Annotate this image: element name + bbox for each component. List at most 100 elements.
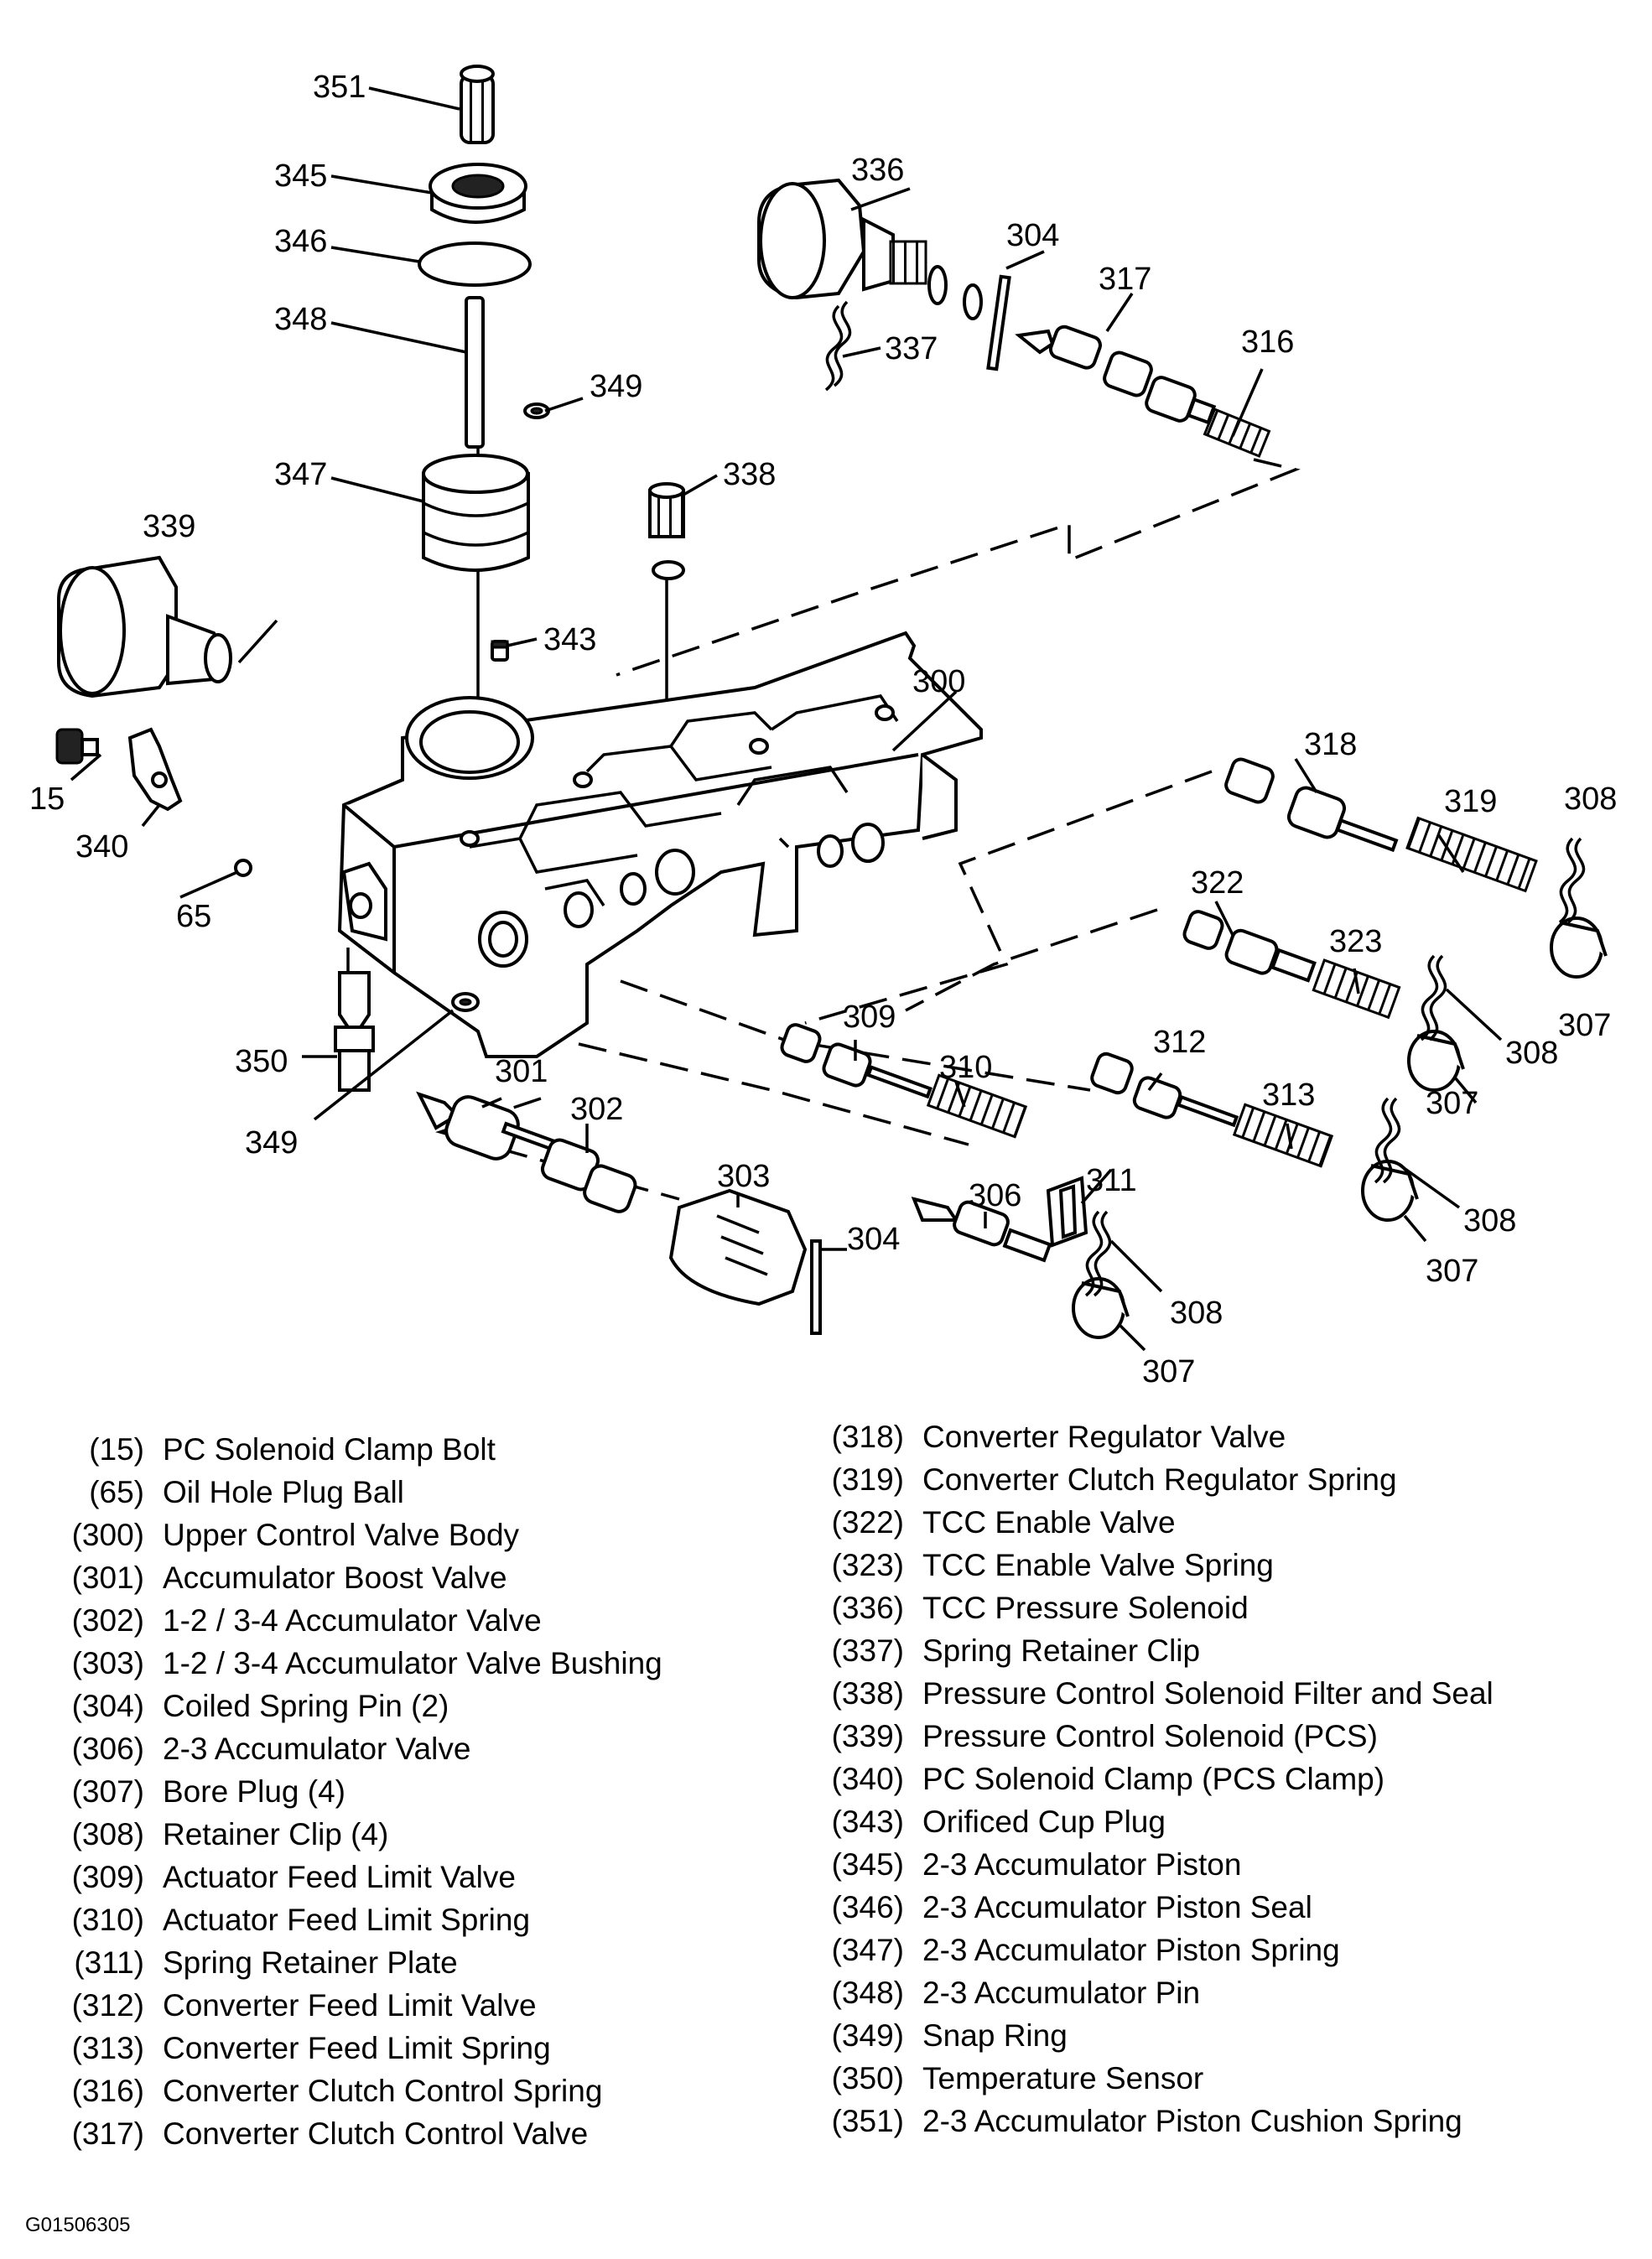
small-parts <box>234 640 509 1092</box>
legend-row: (348)2-3 Accumulator Pin <box>803 1971 1494 2014</box>
legend-row: (323) TCC Enable Valve Spring <box>803 1544 1494 1586</box>
legend-number: (319) <box>831 1462 904 1497</box>
accumulator-stack <box>418 65 550 572</box>
legend-label: Actuator Feed Limit Valve <box>163 1860 516 1894</box>
legend-number: (351) <box>831 2104 904 2138</box>
callout-351: 351 <box>313 70 366 105</box>
legend-number: (307) <box>71 1774 144 1809</box>
legend-label: 2-3 Accumulator Piston Cushion Spring <box>922 2104 1462 2138</box>
callout-307: 307 <box>1142 1354 1195 1389</box>
legend-row: (349)Snap Ring <box>803 2014 1494 2057</box>
legend-number: (346) <box>831 1890 904 1924</box>
legend-label: Accumulator Boost Valve <box>163 1561 507 1595</box>
legend-row: (319) Converter Clutch Regulator Spring <box>803 1458 1494 1501</box>
legend-number: (336) <box>831 1591 904 1625</box>
legend-number: (345) <box>831 1847 904 1882</box>
actuator-feed-limit-train <box>780 1023 1088 1248</box>
callout-311: 311 <box>1086 1163 1137 1198</box>
legend-row: (313) Converter Feed Limit Spring <box>52 2027 662 2069</box>
legend-number: (313) <box>71 2031 144 2065</box>
legend-number: (338) <box>831 1676 904 1711</box>
legend-row: (301) Accumulator Boost Valve <box>52 1556 662 1599</box>
pcs-filter-seal <box>648 482 685 580</box>
upper-control-valve-body <box>337 631 983 1058</box>
legend-label: Converter Clutch Regulator Spring <box>922 1462 1397 1497</box>
legend-number: (317) <box>71 2116 144 2151</box>
legend-number: (308) <box>71 1817 144 1851</box>
legend-row: (308)Retainer Clip (4) <box>52 1813 662 1856</box>
legend-row: (300)Upper Control Valve Body <box>52 1514 662 1556</box>
legend-row: (338)Pressure Control Solenoid Filter an… <box>803 1672 1494 1715</box>
legend-right: (318)Converter Regulator Valve(319)Conve… <box>803 1415 1494 2142</box>
legend-label: Converter Feed Limit Spring <box>163 2031 551 2065</box>
pressure-control-solenoid <box>55 555 232 812</box>
legend-number: (323) <box>831 1548 904 1582</box>
callout-308: 308 <box>1505 1036 1558 1071</box>
callout-labels: 351 345 346 348 349 347 339 343 338 336 … <box>29 70 1617 1389</box>
legend-label: 2-3 Accumulator Pin <box>922 1976 1201 2010</box>
callout-340: 340 <box>75 829 128 865</box>
legend-number: (339) <box>831 1719 904 1753</box>
leader-lines <box>70 86 1503 1352</box>
callout-318: 318 <box>1304 727 1357 762</box>
callout-300: 300 <box>912 664 965 699</box>
legend-number: (311) <box>74 1945 144 1980</box>
legend-number: (340) <box>831 1762 904 1796</box>
legend-number: (350) <box>831 2061 904 2095</box>
legend-label: Spring Retainer Plate <box>163 1945 458 1980</box>
legend-number: (309) <box>71 1860 144 1894</box>
legend-row: (309) Actuator Feed Limit Valve <box>52 1856 662 1898</box>
legend-label: 1-2 / 3-4 Accumulator Valve Bushing <box>163 1646 662 1680</box>
callout-319: 319 <box>1444 784 1497 819</box>
legend-row: (312)Converter Feed Limit Valve <box>52 1984 662 2027</box>
callout-312: 312 <box>1153 1025 1206 1060</box>
callout-348: 348 <box>274 302 327 337</box>
legend-row: (15)PC Solenoid Clamp Bolt <box>52 1428 662 1471</box>
legend-row: (351) 2-3 Accumulator Piston Cushion Spri… <box>803 2100 1494 2142</box>
legend-label: Converter Feed Limit Valve <box>163 1988 537 2023</box>
callout-310: 310 <box>939 1050 992 1085</box>
legend-row: (346)2-3 Accumulator Piston Seal <box>803 1886 1494 1929</box>
legend-row: (306)2-3 Accumulator Valve <box>52 1727 662 1770</box>
legend-label: Converter Clutch Control Spring <box>163 2074 603 2108</box>
callout-302: 302 <box>570 1092 623 1127</box>
legend-number: (310) <box>71 1903 144 1937</box>
legend-label: Spring Retainer Clip <box>922 1633 1201 1668</box>
legend-number: (302) <box>71 1603 144 1638</box>
legend-row: (343)Orificed Cup Plug <box>803 1800 1494 1843</box>
legend-row: (310) Actuator Feed Limit Spring <box>52 1898 662 1941</box>
legend-label: Coiled Spring Pin (2) <box>163 1689 449 1723</box>
legend-row: (303)1-2 / 3-4 Accumulator Valve Bushing <box>52 1642 662 1685</box>
callout-339: 339 <box>143 509 195 544</box>
callout-308: 308 <box>1170 1296 1223 1331</box>
callout-336: 336 <box>851 153 904 188</box>
callout-316: 316 <box>1241 325 1294 360</box>
legend-number: (301) <box>71 1561 144 1595</box>
legend-label: 2-3 Accumulator Piston Spring <box>922 1933 1340 1967</box>
legend-label: Converter Regulator Valve <box>922 1420 1286 1454</box>
legend-label: 2-3 Accumulator Piston <box>922 1847 1242 1882</box>
legend-row: (336) TCC Pressure Solenoid <box>803 1586 1494 1629</box>
legend-left: (15)PC Solenoid Clamp Bolt(65)Oil Hole P… <box>52 1428 662 2155</box>
callout-317: 317 <box>1099 262 1151 297</box>
legend-label: Bore Plug (4) <box>163 1774 345 1809</box>
callout-338: 338 <box>723 457 776 492</box>
callout-303: 303 <box>717 1159 770 1194</box>
figure-id: G01506305 <box>25 2214 131 2236</box>
legend-row: (339)Pressure Control Solenoid (PCS) <box>803 1715 1494 1758</box>
callout-349: 349 <box>590 369 642 404</box>
legend-number: (300) <box>71 1518 144 1552</box>
callout-65: 65 <box>176 899 211 934</box>
callout-345: 345 <box>274 158 327 194</box>
legend-label: TCC Enable Valve Spring <box>922 1548 1274 1582</box>
callout-304: 304 <box>1006 218 1059 253</box>
legend-row: (304) Coiled Spring Pin (2) <box>52 1685 662 1727</box>
callout-308: 308 <box>1564 782 1617 817</box>
callout-301: 301 <box>495 1054 548 1089</box>
legend-label: Converter Clutch Control Valve <box>163 2116 589 2151</box>
legend-number: (304) <box>71 1689 144 1723</box>
callout-322: 322 <box>1191 865 1244 901</box>
legend-label: Actuator Feed Limit Spring <box>163 1903 531 1937</box>
legend-number: (316) <box>71 2074 144 2108</box>
legend-label: TCC Pressure Solenoid <box>922 1591 1249 1625</box>
